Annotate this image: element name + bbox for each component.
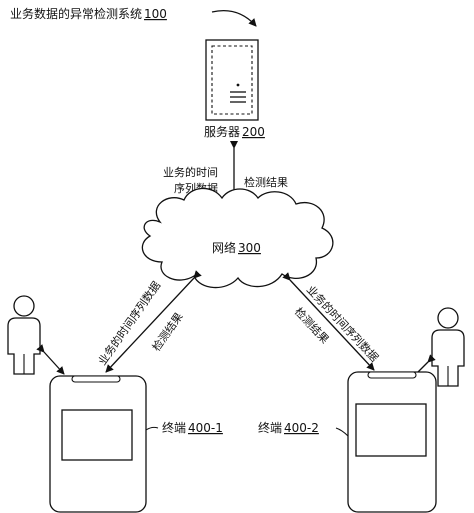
title-text: 业务数据的异常检测系统 <box>10 6 142 21</box>
server-label-text: 服务器 <box>204 124 240 139</box>
right-terminal-leader <box>335 427 349 437</box>
left-terminal-leader <box>145 426 159 431</box>
left-up-label: 业务的时间序列数据 <box>95 279 163 368</box>
server-up-label-line1: 业务的时间 <box>163 165 218 179</box>
left-person-icon <box>7 295 41 375</box>
server-label-ref: 200 <box>242 125 265 139</box>
right-terminal-label-ref: 400-2 <box>284 421 319 435</box>
right-terminal-label-text: 终端 <box>258 420 282 435</box>
right-phone-icon <box>347 371 437 513</box>
right-terminal-connector <box>282 272 375 371</box>
network-label-text: 网络 <box>212 240 236 255</box>
right-person-icon <box>431 307 465 387</box>
title-pointer-arrow <box>211 9 257 27</box>
left-down-label: 检测结果 <box>149 310 186 354</box>
left-terminal-label-ref: 400-1 <box>188 421 223 435</box>
title-ref: 100 <box>144 7 167 21</box>
network-label-ref: 300 <box>238 241 261 255</box>
server-down-label: 检测结果 <box>244 175 288 189</box>
server-icon <box>205 39 259 121</box>
left-terminal-label-text: 终端 <box>162 420 186 435</box>
left-phone-icon <box>49 375 147 513</box>
left-terminal-connector <box>105 270 202 373</box>
left-user-connector <box>36 344 65 375</box>
cloud-icon <box>141 187 334 289</box>
